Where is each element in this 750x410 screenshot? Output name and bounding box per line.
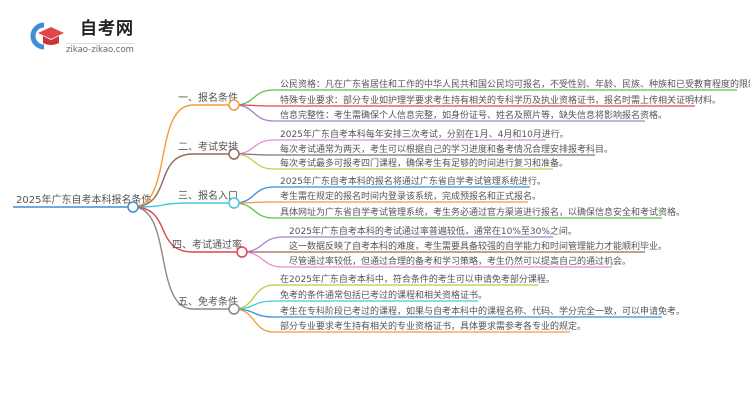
leaf-connector [233, 104, 645, 122]
leaf-connector [233, 308, 570, 333]
branch-1: 一、报名条件 公民资格：凡在广东省居住和工作的中华人民共和国公民均可报名，不受性别… [132, 78, 750, 208]
branch-connector [132, 153, 234, 208]
branch-2: 二、考试安排 2025年广东自考本科每年安排三次考试，分别在1月、4月和10月进行… [132, 128, 613, 208]
leaf-text[interactable]: 每次考试通常为两天，考生可以根据自己的学习进度和备考情况合理安排报考科目。 [280, 143, 613, 155]
branch-4: 四、考试通过率 2025年广东自考本科的考试通过率普遍较低，通常在10%至30%之… [132, 206, 667, 268]
leaf-connector [233, 201, 528, 204]
branch-connector [132, 104, 234, 208]
branch-5: 五、免考条件 在2025年广东自考本科中，符合条件的考生可以申请免考部分课程。免考… [132, 206, 685, 333]
leaf-connector [241, 251, 612, 268]
leaf-text[interactable]: 公民资格：凡在广东省居住和工作的中华人民共和国公民均可报名，不受性别、年龄、民族… [280, 78, 750, 90]
leaf-text[interactable]: 在2025年广东自考本科中，符合条件的考生可以申请免考部分课程。 [280, 273, 555, 285]
leaf-text[interactable]: 每次考试最多可报考四门课程，确保考生有足够的时间进行复习和准备。 [280, 157, 568, 169]
root-node-toggle[interactable] [127, 201, 139, 213]
leaf-text[interactable]: 考生在专科阶段已考过的课程，如果与自考本科中的课程名称、代码、学分完全一致，可以… [280, 305, 685, 317]
branch-node-toggle[interactable] [236, 246, 248, 258]
branch-node-toggle[interactable] [228, 197, 240, 209]
branch-connector [132, 206, 234, 310]
leaf-text[interactable]: 2025年广东自考本科的考试通过率普遍较低，通常在10%至30%之间。 [289, 225, 577, 237]
leaf-text[interactable]: 免考的条件通常包括已考过的课程和相关资格证书。 [280, 289, 487, 301]
leaf-text[interactable]: 部分专业要求考生持有相关的专业资格证书，具体要求需参考各专业的规定。 [280, 320, 586, 332]
leaf-connector [233, 153, 553, 170]
leaf-text[interactable]: 信息完整性：考生需确保个人信息完整，如身份证号、姓名及照片等，缺失信息将影响报名… [280, 109, 667, 121]
branch-connector [132, 202, 234, 208]
leaf-text[interactable]: 尽管通过率较低，但通过合理的备考和学习策略，考生仍然可以提高自己的通过机会。 [289, 255, 631, 267]
logo-url: zikao-zikao.com [66, 43, 134, 55]
leaf-connector [233, 202, 662, 219]
branch-label[interactable]: 五、免考条件 [178, 295, 238, 308]
leaf-text[interactable]: 具体网址为广东省自学考试管理系统，考生务必通过官方渠道进行报名，以确保信息安全和… [280, 206, 685, 218]
logo-title: 自考网 [80, 19, 134, 39]
root-label[interactable]: 2025年广东自考本科报名条件 [16, 193, 151, 206]
branch-3: 三、报名入口 2025年广东自考本科的报名将通过广东省自学考试管理系统进行。考生需… [132, 175, 685, 219]
leaf-text[interactable]: 特殊专业要求：部分专业如护理学要求考生持有相关的专科学历及执业资格证书，报名时需… [280, 94, 721, 106]
leaf-text[interactable]: 考生需在规定的报名时间内登录该系统，完成预报名和正式报名。 [280, 190, 541, 202]
graduation-cap-logo-icon [30, 22, 64, 50]
leaf-text[interactable]: 2025年广东自考本科每年安排三次考试，分别在1月、4月和10月进行。 [280, 128, 569, 140]
branch-label[interactable]: 一、报名条件 [178, 91, 238, 104]
branch-label[interactable]: 四、考试通过率 [172, 238, 242, 251]
branch-node-toggle[interactable] [228, 148, 240, 160]
branch-label[interactable]: 二、考试安排 [178, 140, 238, 153]
branch-node-toggle[interactable] [228, 303, 240, 315]
leaf-text[interactable]: 2025年广东自考本科的报名将通过广东省自学考试管理系统进行。 [280, 175, 546, 187]
branch-node-toggle[interactable] [228, 99, 240, 111]
leaf-text[interactable]: 这一数据反映了自考本科的难度，考生需要具备较强的自学能力和时间管理能力才能顺利毕… [289, 240, 667, 252]
branch-connector [132, 206, 242, 253]
branch-label[interactable]: 三、报名入口 [178, 189, 238, 202]
